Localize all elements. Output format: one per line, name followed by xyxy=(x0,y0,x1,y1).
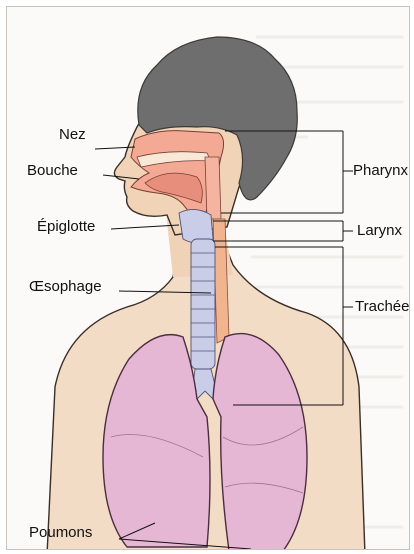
pharynx-tube xyxy=(205,157,221,219)
label-larynx: Larynx xyxy=(357,223,402,238)
label-oesophage: Œsophage xyxy=(29,279,102,294)
label-epiglotte: Épiglotte xyxy=(37,219,95,234)
figure-frame: Nez Bouche Épiglotte Œsophage Poumons Ph… xyxy=(6,6,410,550)
label-nez: Nez xyxy=(59,127,86,142)
trachea-rings xyxy=(191,239,215,369)
label-pharynx: Pharynx xyxy=(353,163,408,178)
label-poumons: Poumons xyxy=(29,525,92,540)
label-bouche: Bouche xyxy=(27,163,78,178)
label-trachee: Trachée xyxy=(355,299,409,314)
larynx-shape xyxy=(179,209,213,243)
